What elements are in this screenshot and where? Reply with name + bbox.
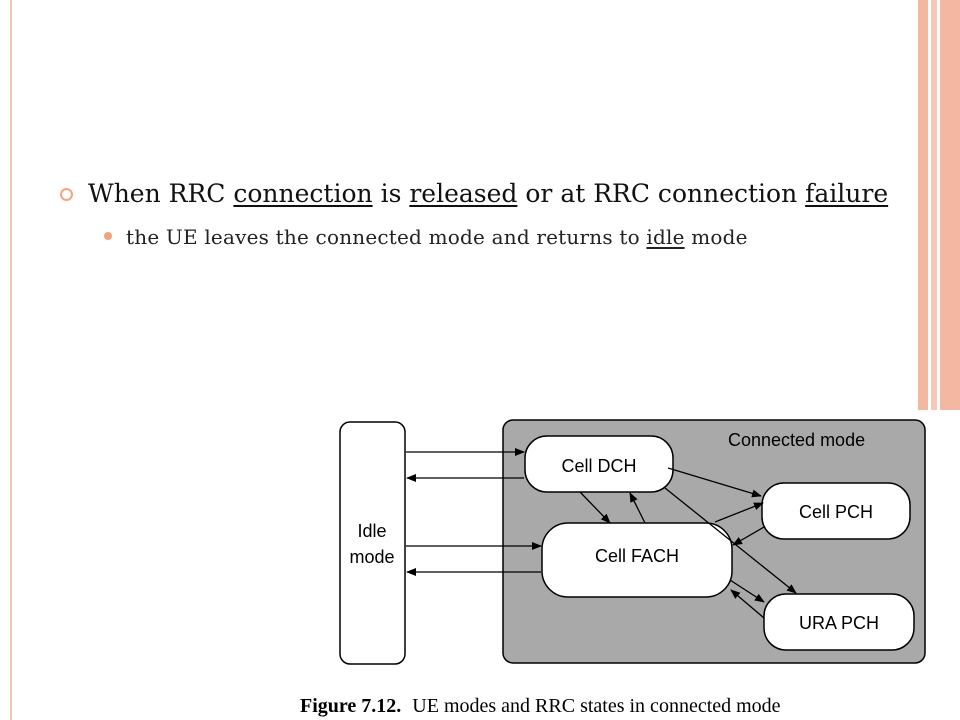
left-decor-line [10, 0, 12, 720]
ura-pch-label: URA PCH [799, 613, 879, 633]
rrc-state-diagram: Connected mode Idle mode Cell DCH Cell F… [300, 410, 960, 720]
bullet-1-text-c: or at RRC connection [517, 179, 806, 208]
arrow-cell-pch-to-fach [732, 526, 765, 546]
arrow-ura-pch-to-fach [730, 589, 765, 619]
idle-mode-label-line1: Idle [357, 521, 386, 541]
cell-dch-label: Cell DCH [561, 456, 636, 476]
bullet-dot-icon [104, 232, 112, 240]
bullet-1-underlined-connection: connection [233, 179, 373, 208]
bullet-level-1: When RRC connection is released or at RR… [60, 175, 900, 213]
caption-figure-number: Figure 7.12. [300, 695, 402, 717]
bullet-1-text-b: is [372, 179, 410, 208]
bullet-1-underlined-released: released [409, 179, 518, 208]
right-decor-stripes [918, 0, 960, 410]
bullet-level-2: the UE leaves the connected mode and ret… [104, 221, 900, 253]
idle-mode-label-line2: mode [349, 547, 394, 567]
figure-caption: Figure 7.12. UE modes and RRC states in … [300, 695, 960, 718]
cell-fach-label: Cell FACH [595, 546, 679, 566]
bullet-2-text-b: mode [684, 225, 748, 249]
bullet-list: When RRC connection is released or at RR… [60, 175, 900, 253]
bullet-1-underlined-failure: failure [805, 179, 889, 208]
arrow-dch-to-fach [579, 491, 611, 524]
connected-mode-label: Connected mode [728, 430, 865, 450]
cell-pch-node [761, 482, 911, 540]
caption-text: UE modes and RRC states in connected mod… [412, 695, 781, 717]
bullet-2-underlined-idle: idle [646, 225, 685, 249]
ura-pch-node [763, 593, 915, 651]
arrow-dch-to-cell-pch [667, 467, 762, 498]
arrow-fach-to-dch [629, 492, 646, 524]
bullet-ring-icon [60, 188, 73, 201]
arrow-dch-to-ura-pch [664, 487, 797, 594]
cell-pch-label: Cell PCH [799, 502, 873, 522]
bullet-2-text-a: the UE leaves the connected mode and ret… [126, 225, 647, 249]
bullet-1-text-a: When RRC [88, 179, 234, 208]
idle-mode-box [339, 421, 406, 665]
cell-fach-node [541, 522, 733, 598]
arrow-fach-to-cell-pch [714, 502, 764, 523]
cell-dch-node [524, 435, 674, 493]
arrow-fach-to-ura-pch [729, 579, 765, 603]
